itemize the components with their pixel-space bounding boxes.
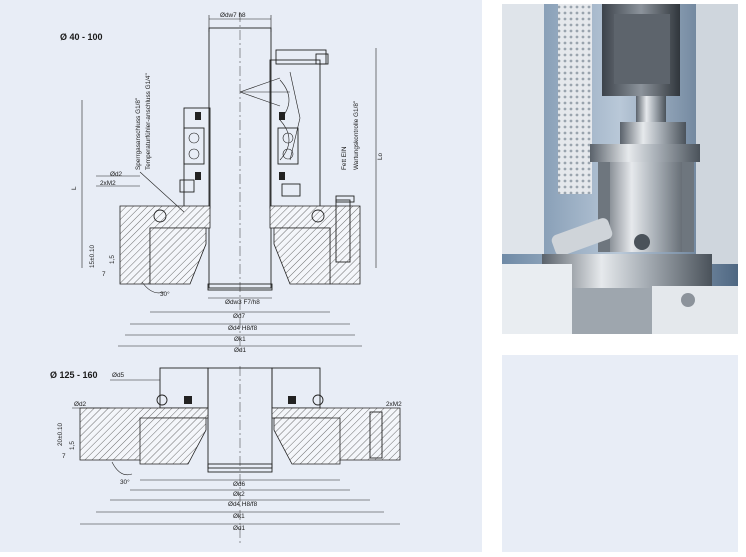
note-sperrgas: Sperrgasanschluss G1/8" (135, 98, 142, 170)
dim-d7: Ød7 (233, 313, 246, 320)
housing-right (269, 59, 321, 209)
dim-d4: Ød4 H8/f8 (228, 325, 258, 332)
nozzle-left (149, 227, 207, 285)
dim-d4-bottom: Ød4 H8/f8 (228, 501, 258, 508)
technical-drawing: Ø 40 - 100 Ødw7 h8 Ødw3 F7/h8 Ød7 Ød4 H8… (50, 12, 402, 546)
dim-d2-top: Ød2 (110, 171, 123, 178)
technical-drawing-panel: Ø 40 - 100 Ødw7 h8 Ødw3 F7/h8 Ød7 Ød4 H8… (0, 0, 482, 552)
nozzle-right (273, 227, 331, 285)
dim-1-5-bottom: 1,5 (69, 441, 76, 450)
dim-k2: Øk2 (233, 491, 245, 498)
flange-bolt (335, 199, 351, 263)
dim-30-bottom: 30° (120, 478, 130, 486)
dim-d1-bottom: Ød1 (233, 525, 246, 532)
dim-lo: Lo (377, 152, 384, 160)
top-bolt-head (315, 53, 329, 65)
shaft-top (208, 27, 272, 289)
note-fett: Fett EIN (341, 146, 348, 170)
dim-2xm2-bottom: 2xM2 (386, 401, 402, 408)
dim-2xm2-top: 2xM2 (100, 180, 116, 187)
dim-1-5-top: 1,5 (109, 255, 116, 264)
nozzle-bottom-right (273, 417, 341, 465)
dim-d6: Ød6 (233, 481, 246, 488)
section-label-bottom: Ø 125 - 160 (50, 370, 98, 380)
dim-d2-bottom: Ød2 (74, 401, 87, 408)
dim-7-top: 7 (102, 271, 106, 278)
top-flange-plate (275, 49, 327, 65)
note-temperatur: Temperaturfühler-anschluss G1/4" (145, 73, 152, 170)
note-wartung: Wartungskontrolle G1/8" (353, 101, 360, 170)
dim-30-top: 30° (160, 290, 170, 298)
dim-k1-bottom: Øk1 (233, 513, 245, 520)
dim-7-bottom: 7 (62, 453, 66, 460)
product-photo (502, 4, 738, 334)
dim-15: 15±0.10 (89, 245, 96, 268)
nozzle-bottom-left (139, 417, 207, 465)
dim-dw7: Ødw7 h8 (220, 12, 246, 19)
perforated-guard (558, 4, 592, 194)
dim-d5: Ød5 (112, 372, 125, 379)
dim-dw3: Ødw3 F7/h8 (225, 299, 260, 306)
mechanical-seal-photo (502, 4, 738, 334)
section-label-top: Ø 40 - 100 (60, 32, 103, 42)
dim-l: L (71, 186, 78, 190)
empty-panel (502, 355, 738, 552)
dim-k1: Øk1 (234, 336, 246, 343)
dim-d1: Ød1 (234, 347, 247, 354)
dim-20: 20±0.10 (57, 423, 64, 446)
